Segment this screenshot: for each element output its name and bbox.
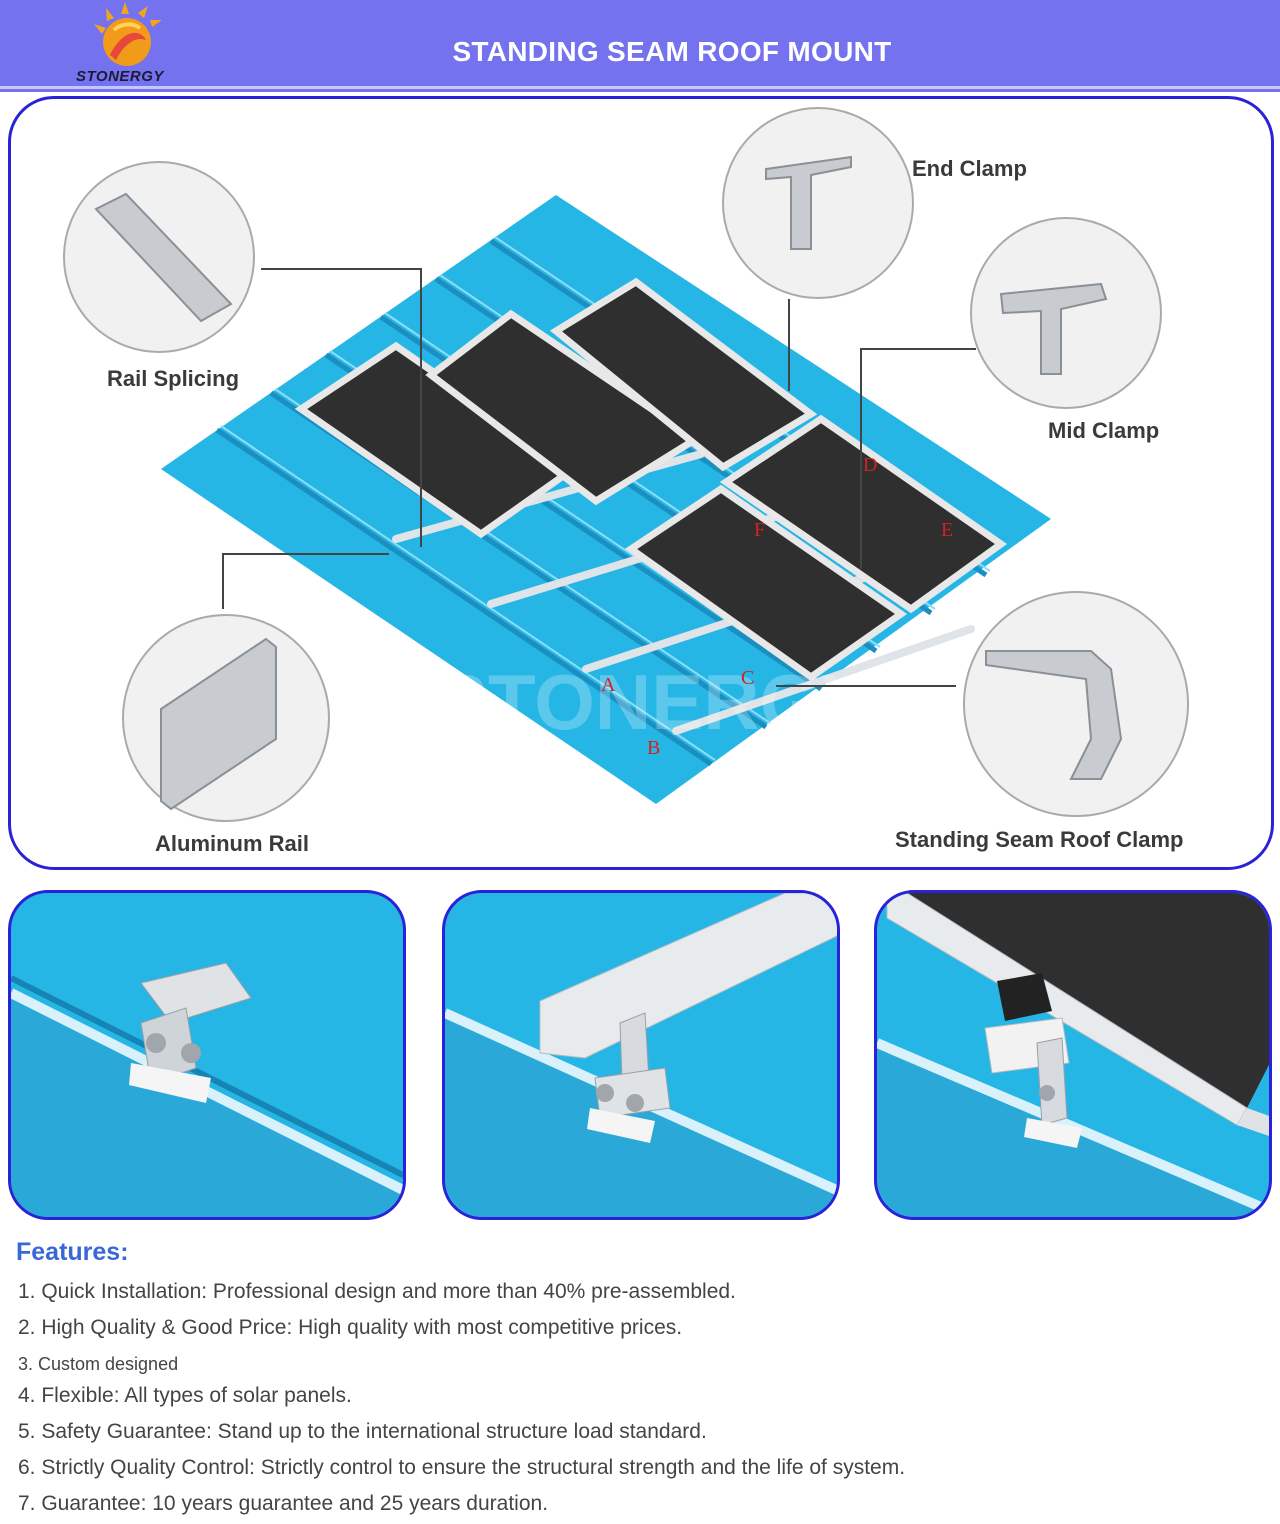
watermark-text: STONERGY [436, 658, 872, 746]
label-rail-splicing: Rail Splicing [107, 366, 240, 391]
feature-item: 6. Strictly Quality Control: Strictly co… [18, 1456, 906, 1479]
detail-panel-clamp [874, 890, 1272, 1220]
mount-diagram: STONERGY A B C D [8, 96, 1274, 870]
seam-clamp-photo [963, 591, 1189, 817]
features-list: 1. Quick Installation: Professional desi… [18, 1278, 1258, 1524]
header-bar: STONERGY STANDING SEAM ROOF MOUNT [0, 0, 1280, 92]
features-heading: Features: [16, 1238, 129, 1266]
marker-a: A [601, 674, 616, 696]
label-end-clamp: End Clamp [912, 156, 1027, 181]
marker-c: C [741, 667, 754, 689]
solar-panels [294, 277, 1008, 682]
end-clamp-photo [722, 107, 914, 299]
feature-item: 5. Safety Guarantee: Stand up to the int… [18, 1420, 707, 1443]
stonergy-sun-logo-icon [94, 2, 162, 66]
label-standing-seam-roof-clamp: Standing Seam Roof Clamp [895, 827, 1184, 852]
label-mid-clamp: Mid Clamp [1048, 418, 1160, 443]
feature-item: 1. Quick Installation: Professional desi… [18, 1280, 736, 1303]
label-aluminum-rail: Aluminum Rail [155, 831, 310, 856]
feature-item: 2. High Quality & Good Price: High quali… [18, 1316, 683, 1339]
feature-item: 4. Flexible: All types of solar panels. [18, 1384, 352, 1407]
roof-illustration: STONERGY A B C D [63, 107, 1189, 822]
page-title: STANDING SEAM ROOF MOUNT [452, 36, 892, 67]
marker-b: B [647, 737, 660, 759]
detail-seam-clamp [8, 890, 406, 1220]
marker-e: E [941, 519, 953, 541]
logo-text: STONERGY [76, 68, 164, 85]
detail-rail-mount [442, 890, 840, 1220]
mid-clamp-photo [970, 217, 1162, 409]
marker-f: F [754, 519, 765, 541]
header-divider [0, 86, 1280, 89]
feature-item: 7. Guarantee: 10 years guarantee and 25 … [18, 1492, 549, 1515]
feature-item: 3. Custom designed [18, 1354, 179, 1374]
marker-d: D [863, 454, 877, 476]
